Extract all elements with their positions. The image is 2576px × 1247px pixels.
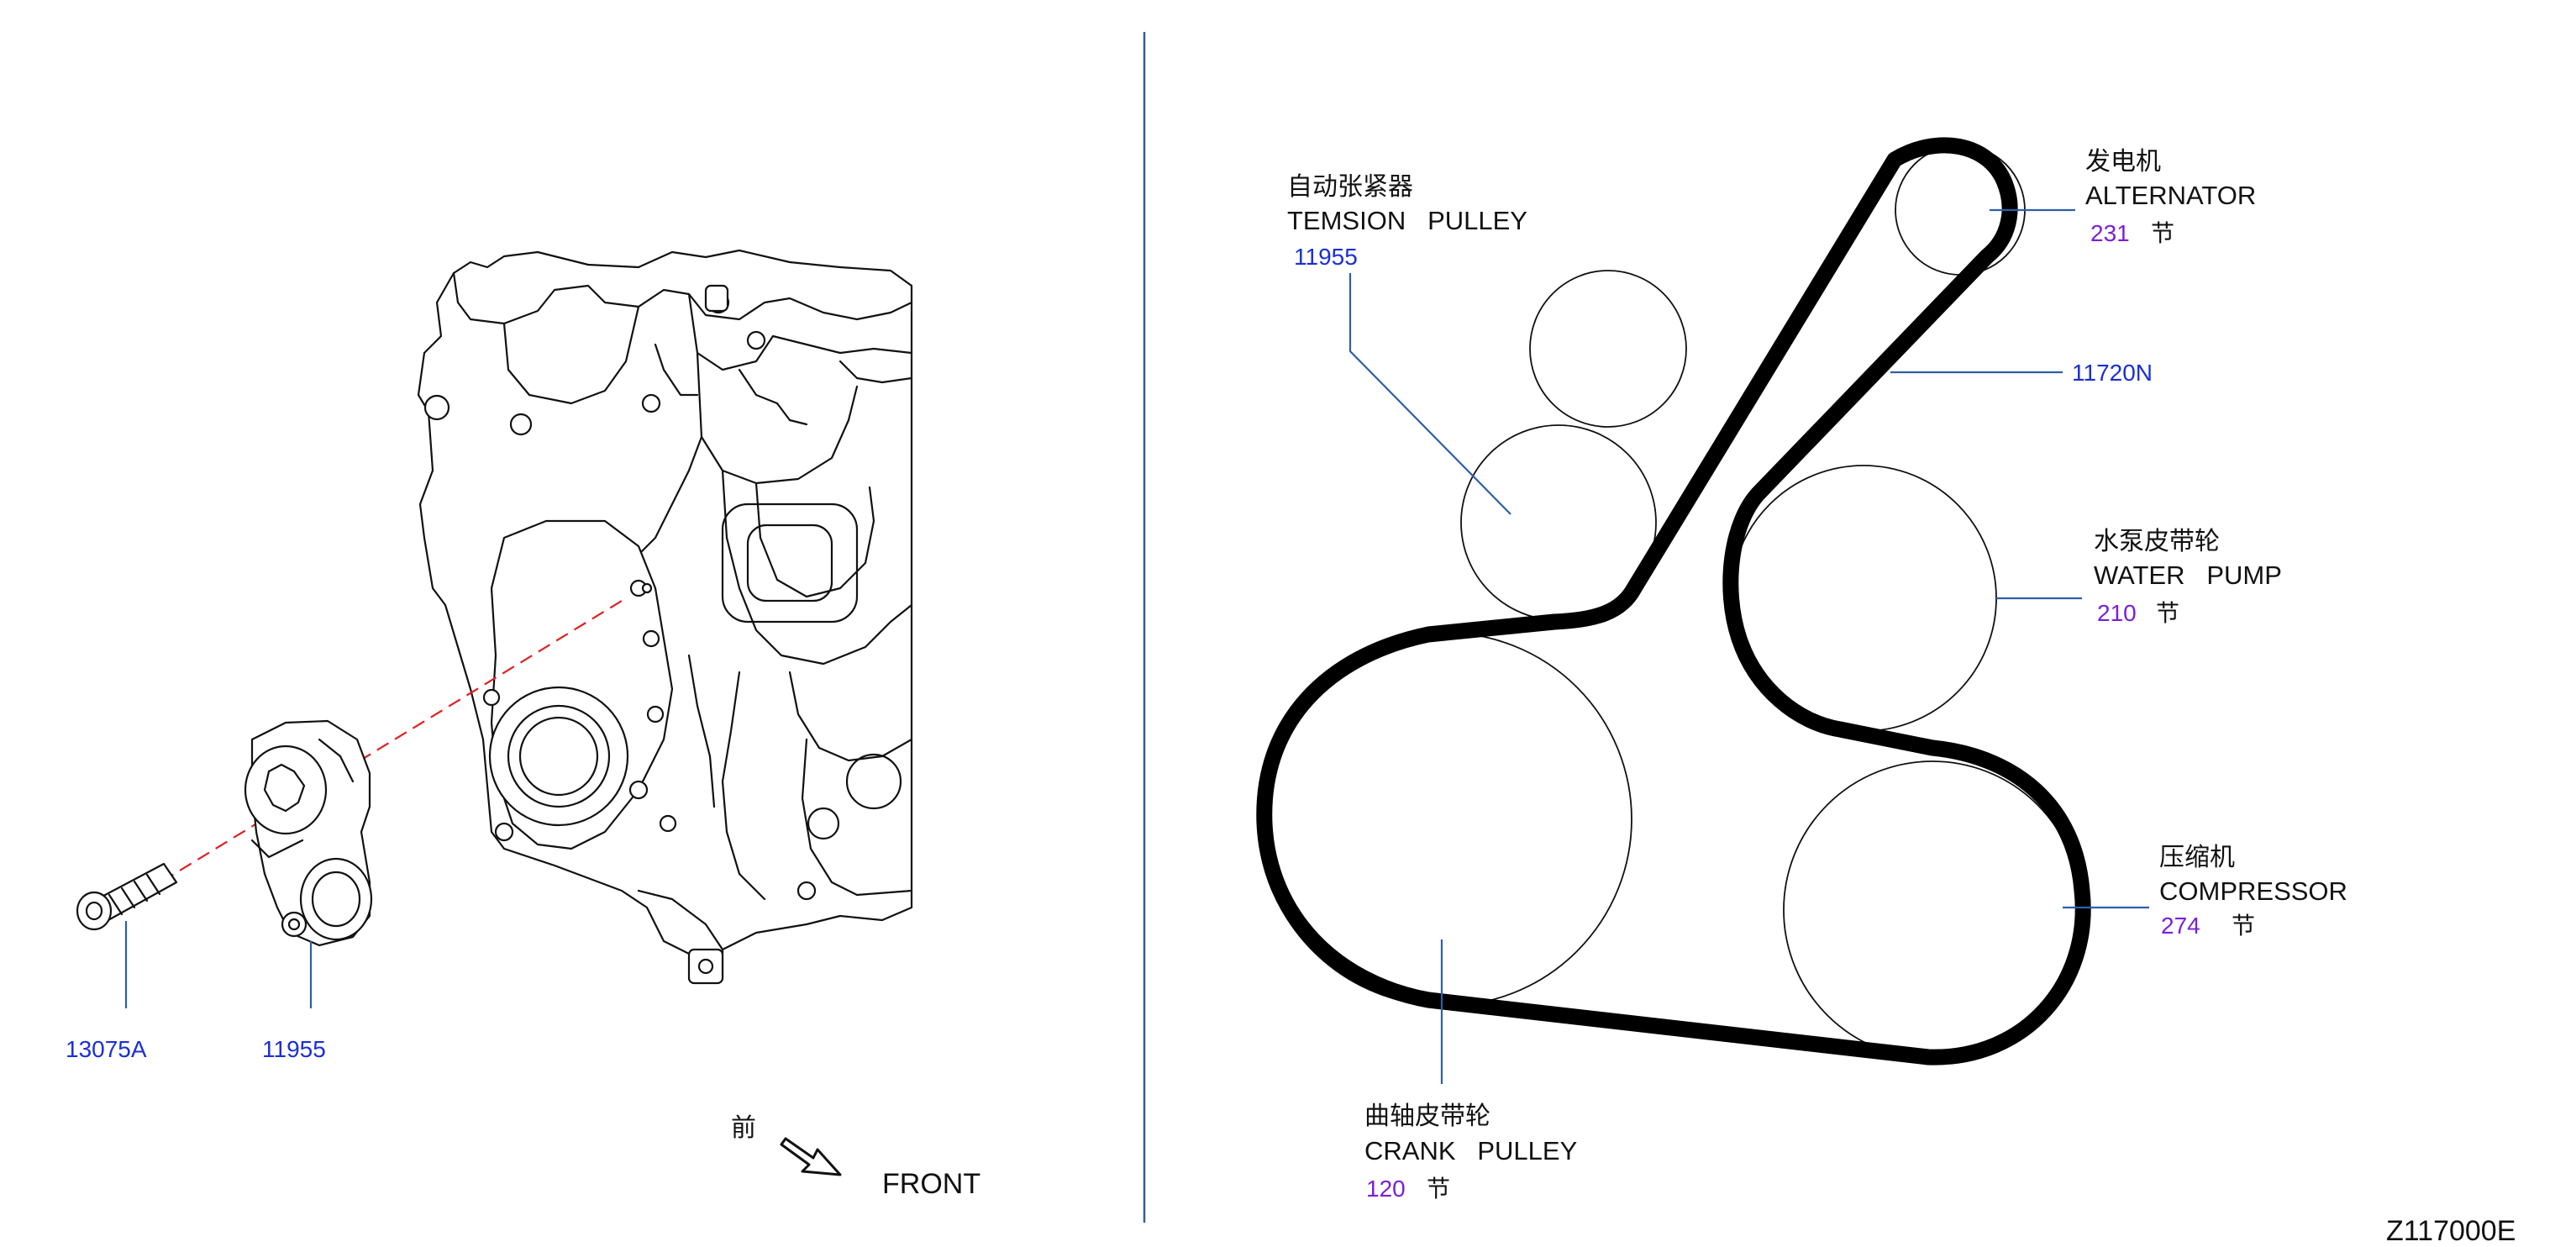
- belt-routing: [1256, 137, 2091, 1065]
- compressor-count-unit: 节: [2232, 913, 2255, 939]
- tensioner-11955-illustration: [244, 719, 373, 947]
- compressor-count: 274: [2161, 913, 2200, 939]
- tension-pulley-label-cn: 自动张紧器: [1287, 173, 1413, 201]
- crank-pulley-count-unit: 节: [1427, 1176, 1450, 1202]
- belt-part-number: 11720N: [2072, 360, 2153, 386]
- part-number-13075A: 13075A: [66, 1036, 147, 1062]
- water-pump-count-unit: 节: [2156, 600, 2179, 626]
- alignment-dash-line: [125, 600, 623, 904]
- engine-illustration: [417, 249, 913, 985]
- leader-11955-right: [1348, 273, 1511, 515]
- crank-pulley-label-cn: 曲轴皮带轮: [1364, 1102, 1490, 1130]
- bolt-13075A-illustration: [76, 862, 178, 931]
- water-pump-label-cn: 水泵皮带轮: [2094, 528, 2220, 555]
- tension-pulley-part-number: 11955: [1294, 244, 1358, 270]
- diagram-code: Z117000E: [2386, 1215, 2516, 1247]
- tension-pulley-label-en: TEMSION PULLEY: [1287, 206, 1527, 235]
- water-pump-label-en: WATER PUMP: [2094, 560, 2282, 590]
- serpentine-belt: [1256, 137, 2091, 1065]
- alternator-label-cn: 发电机: [2085, 148, 2161, 176]
- crank-pulley-count: 120: [1366, 1176, 1406, 1202]
- part-number-11955-left: 11955: [262, 1036, 326, 1062]
- alternator-count: 231: [2090, 220, 2130, 246]
- compressor-label-cn: 压缩机: [2159, 844, 2235, 871]
- alternator-count-unit: 节: [2151, 220, 2174, 246]
- water-pump-count: 210: [2097, 600, 2137, 626]
- alternator-label-en: ALTERNATOR: [2085, 181, 2256, 210]
- upper-idler-pulley: [1529, 270, 1687, 428]
- crank-pulley-label-en: CRANK PULLEY: [1364, 1136, 1577, 1165]
- front-label-cn: 前: [731, 1114, 756, 1142]
- front-label-en: FRONT: [882, 1168, 980, 1200]
- compressor-label-en: COMPRESSOR: [2159, 876, 2347, 906]
- front-arrow-icon: [780, 1137, 842, 1176]
